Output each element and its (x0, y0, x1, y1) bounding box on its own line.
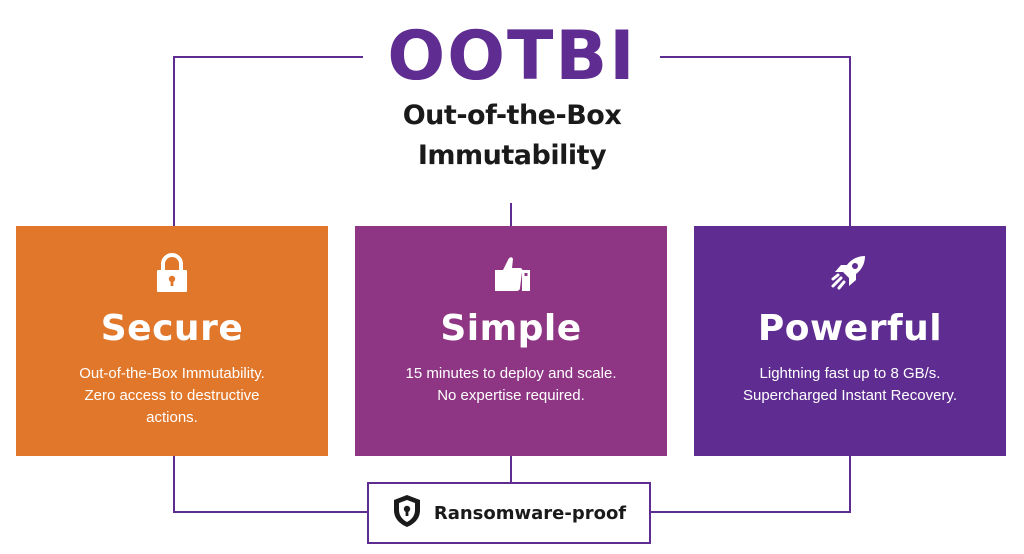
card-title: Simple (440, 308, 582, 349)
brand-logo: OOTBI (387, 17, 637, 96)
ransomware-proof-label: Ransomware-proof (433, 502, 627, 524)
card-simple: Simple 15 minutes to deploy and scale. N… (355, 226, 667, 456)
card-title: Powerful (757, 308, 943, 349)
tagline-line-2: Immutability (417, 140, 607, 171)
card-description: 15 minutes to deploy and scale. No exper… (375, 363, 647, 407)
card-description: Out-of-the-Box Immutability. Zero access… (36, 363, 308, 429)
card-description-line: Supercharged Instant Recovery. (742, 387, 957, 404)
lock-icon (16, 252, 328, 294)
card-description-line: actions. (146, 409, 198, 426)
card-description-line: Zero access to destructive (84, 387, 260, 404)
card-powerful: Powerful Lightning fast up to 8 GB/s. Su… (694, 226, 1006, 456)
card-description-line: No expertise required. (437, 387, 585, 404)
card-secure: Secure Out-of-the-Box Immutability. Zero… (16, 226, 328, 456)
card-description-line: Out-of-the-Box Immutability. (79, 365, 265, 382)
card-description: Lightning fast up to 8 GB/s. Supercharge… (714, 363, 986, 407)
card-description-line: Lightning fast up to 8 GB/s. (759, 365, 941, 382)
card-title: Secure (100, 308, 244, 349)
thumbs-up-icon (355, 252, 667, 294)
ransomware-proof-badge: Ransomware-proof (367, 482, 651, 544)
rocket-icon (694, 252, 1006, 294)
card-description-line: 15 minutes to deploy and scale. (405, 365, 617, 382)
tagline-line-1: Out-of-the-Box (402, 100, 622, 131)
shield-lock-icon (392, 494, 422, 532)
tagline: Out-of-the-Box Immutability (362, 96, 662, 176)
